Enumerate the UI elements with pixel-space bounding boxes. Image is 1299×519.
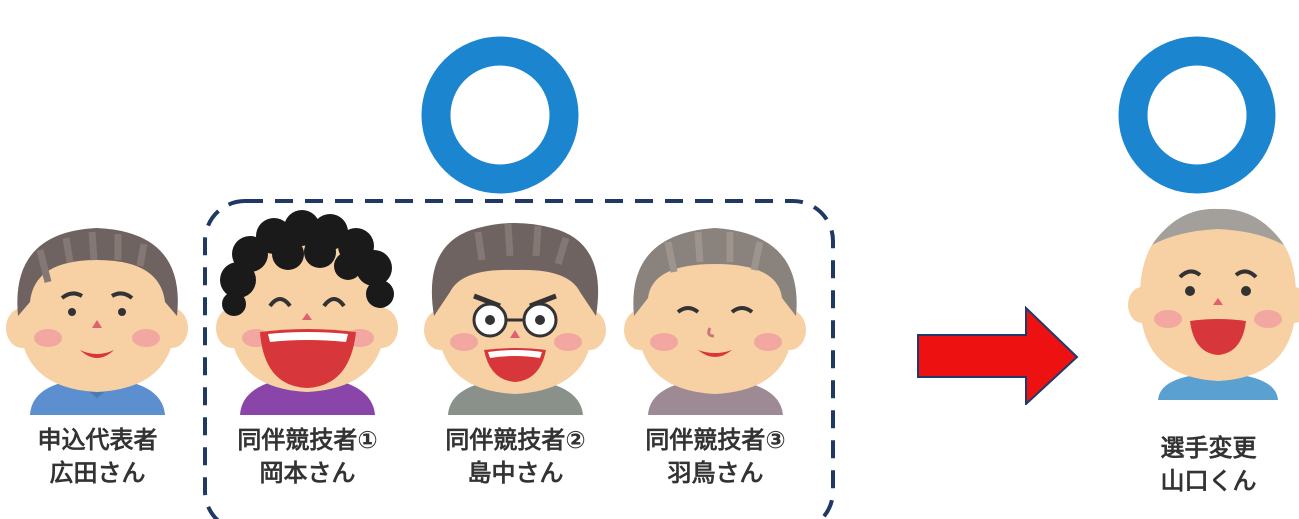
- smiling-man-icon: [6, 228, 188, 415]
- laughing-curly-hair-man-icon: [216, 210, 398, 415]
- person-role: 同伴競技者②: [445, 426, 586, 454]
- person-role: 同伴競技者①: [237, 426, 378, 454]
- person-label-companion-2: 同伴競技者② 島中さん: [418, 424, 613, 490]
- bald-boy-icon: [1128, 208, 1299, 400]
- person-label-companion-1: 同伴競技者① 岡本さん: [210, 424, 405, 490]
- right-arrow-icon: [917, 305, 1079, 405]
- person-name: 山口くん: [1160, 467, 1257, 495]
- ok-circle-icon: [421, 36, 579, 194]
- ok-circle-icon: [1118, 36, 1276, 194]
- person-label-applicant: 申込代表者 広田さん: [0, 424, 195, 490]
- person-label-companion-3: 同伴競技者③ 羽鳥さん: [618, 424, 813, 490]
- person-label-replacement: 選手変更 山口くん: [1118, 432, 1299, 498]
- person-role: 選手変更: [1160, 434, 1257, 462]
- person-name: 羽鳥さん: [667, 459, 764, 487]
- person-name: 岡本さん: [259, 459, 356, 487]
- companion-group-box: [203, 199, 835, 519]
- person-role: 申込代表者: [37, 426, 158, 454]
- smiling-grandmother-icon: [624, 228, 806, 415]
- person-name: 島中さん: [467, 459, 564, 487]
- glasses-man-icon: [424, 223, 606, 415]
- person-name: 広田さん: [49, 459, 146, 487]
- person-role: 同伴競技者③: [645, 426, 786, 454]
